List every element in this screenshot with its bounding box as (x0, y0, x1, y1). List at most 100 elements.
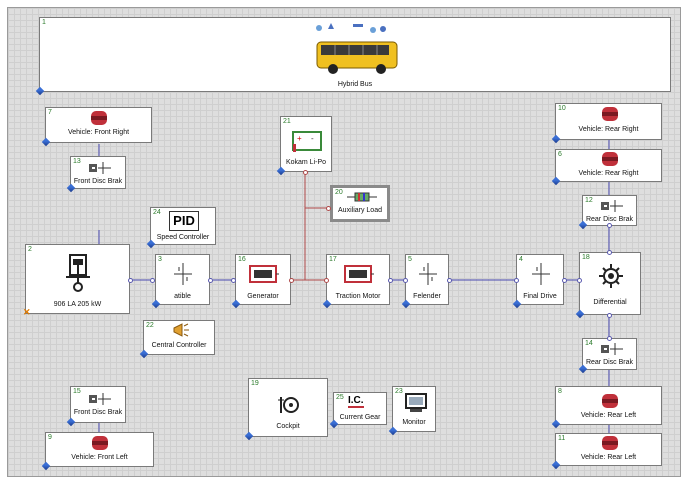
port[interactable] (577, 278, 582, 283)
port[interactable] (128, 278, 133, 283)
disc-brake-icon (601, 200, 623, 212)
block-vehicle-rear-left-11[interactable]: 11 Vehicle: Rear Left (551, 433, 662, 470)
block-vehicle-rear-right-6[interactable]: 6 Vehicle: Rear Right (551, 149, 662, 186)
block-vehicle-rear-left-8[interactable]: 8 Vehicle: Rear Left (551, 386, 662, 429)
block-label: Front Disc Brak (73, 409, 123, 416)
port[interactable] (150, 278, 155, 283)
bus-icon (316, 23, 398, 74)
svg-text:-: - (311, 134, 314, 143)
block-number: 1 (42, 19, 46, 26)
gearbox-icon (419, 263, 437, 285)
port[interactable] (303, 170, 308, 175)
wheel-icon (602, 394, 618, 408)
block-label: Felender (413, 293, 441, 300)
port[interactable] (388, 278, 393, 283)
block-label: Final Drive (523, 293, 557, 300)
block-number: 7 (48, 109, 52, 116)
horn-controller-icon (173, 323, 189, 337)
block-label: Cockpit (276, 423, 300, 430)
block-label: Vehicle: Rear Right (578, 170, 639, 177)
block-label: Central Controller (151, 342, 207, 349)
block-label: Vehicle: Rear Right (578, 126, 639, 133)
block-rear-disc-brake-14[interactable]: 14 Rear Disc Brak (578, 338, 637, 374)
block-number: 3 (158, 256, 162, 263)
port[interactable] (326, 206, 331, 211)
port[interactable] (447, 278, 452, 283)
block-rear-disc-brake-12[interactable]: 12 Rear Disc Brak (578, 195, 637, 230)
block-label: Kokam Li-Po (285, 159, 327, 166)
block-number: 16 (238, 256, 246, 263)
block-label: Vehicle: Rear Left (580, 454, 637, 461)
svg-text:+: + (297, 134, 302, 143)
wheel-icon (92, 436, 108, 450)
block-number: 6 (558, 151, 562, 158)
block-number: 8 (558, 388, 562, 395)
block-number: 23 (395, 388, 403, 395)
block-number: 5 (408, 256, 412, 263)
block-generator[interactable]: 16 Generator (231, 254, 291, 309)
port[interactable] (208, 278, 213, 283)
block-vehicle-rear-right-10[interactable]: 10 Vehicle: Rear Right (551, 103, 662, 144)
block-label: Vehicle: Rear Left (580, 412, 637, 419)
block-number: 22 (146, 322, 154, 329)
warning-mark: ✕ (23, 307, 31, 317)
block-label: Vehicle: Front Left (71, 454, 128, 461)
block-number: 4 (519, 256, 523, 263)
resistor-load-icon (347, 192, 377, 202)
wheel-icon (602, 152, 618, 166)
block-number: 20 (335, 189, 343, 196)
block-engine[interactable]: 2 906 LA 205 kW ✕ (23, 244, 130, 317)
block-front-disc-brake-15[interactable]: 15 Front Disc Brak (66, 386, 126, 427)
block-number: 9 (48, 434, 52, 441)
block-cockpit[interactable]: 19 Cockpit (244, 378, 328, 441)
block-current-gear[interactable]: 25 I.C. Current Gear (329, 392, 387, 429)
port[interactable] (289, 278, 294, 283)
block-differential[interactable]: 18 Differential (575, 252, 641, 319)
block-label: atible (174, 293, 191, 300)
block-monitor[interactable]: 23 Monitor (388, 386, 436, 436)
block-vehicle-front-left[interactable]: 9 Vehicle: Front Left (41, 432, 154, 471)
differential-icon (599, 264, 623, 288)
block-number: 13 (73, 158, 81, 165)
block-number: 12 (585, 197, 593, 204)
block-speed-controller[interactable]: 24 PID Speed Controller (146, 207, 216, 249)
disc-brake-icon (89, 393, 111, 405)
block-number: 19 (251, 380, 259, 387)
block-number: 11 (558, 435, 566, 442)
block-gearbox[interactable]: 3 atible (151, 254, 210, 309)
block-label: Vehicle: Front Right (67, 129, 130, 136)
block-traction-motor[interactable]: 17 Traction Motor (322, 254, 390, 309)
port[interactable] (514, 278, 519, 283)
port[interactable] (607, 223, 612, 228)
block-label: Speed Controller (156, 234, 210, 241)
block-number: 10 (558, 105, 566, 112)
port[interactable] (607, 250, 612, 255)
port[interactable] (607, 313, 612, 318)
block-auxiliary-load[interactable]: 20 Auxiliary Load (330, 185, 390, 222)
monitor-icon (405, 393, 427, 412)
block-number: 18 (582, 254, 590, 261)
block-number: 24 (153, 209, 161, 216)
port[interactable] (562, 278, 567, 283)
port[interactable] (324, 278, 329, 283)
wheel-icon (602, 107, 618, 121)
port[interactable] (403, 278, 408, 283)
port[interactable] (607, 336, 612, 341)
block-central-controller[interactable]: 22 Central Controller (139, 320, 215, 359)
block-felender[interactable]: 5 Felender (401, 254, 449, 309)
block-number: 25 (336, 394, 344, 401)
block-label: Auxiliary Load (338, 207, 382, 214)
wheel-icon (91, 111, 107, 125)
block-label: Hybrid Bus (337, 81, 373, 88)
block-label: Generator (247, 293, 279, 300)
port[interactable] (231, 278, 236, 283)
gearbox-icon (532, 263, 550, 285)
block-hybrid-bus[interactable]: 1 Hybrid Bus (35, 17, 671, 96)
block-front-disc-brake-13[interactable]: 13 Front Disc Brak (66, 156, 126, 193)
block-number: 17 (329, 256, 337, 263)
block-final-drive[interactable]: 4 Final Drive (512, 254, 564, 309)
model-canvas[interactable]: 1 Hybrid Bus 7 Vehicle: Front Right 13 F… (7, 7, 681, 477)
block-vehicle-front-right[interactable]: 7 Vehicle: Front Right (41, 107, 152, 147)
block-kokam-li-po[interactable]: 21 +- Kokam Li-Po (276, 116, 332, 176)
block-label: Monitor (402, 419, 426, 426)
